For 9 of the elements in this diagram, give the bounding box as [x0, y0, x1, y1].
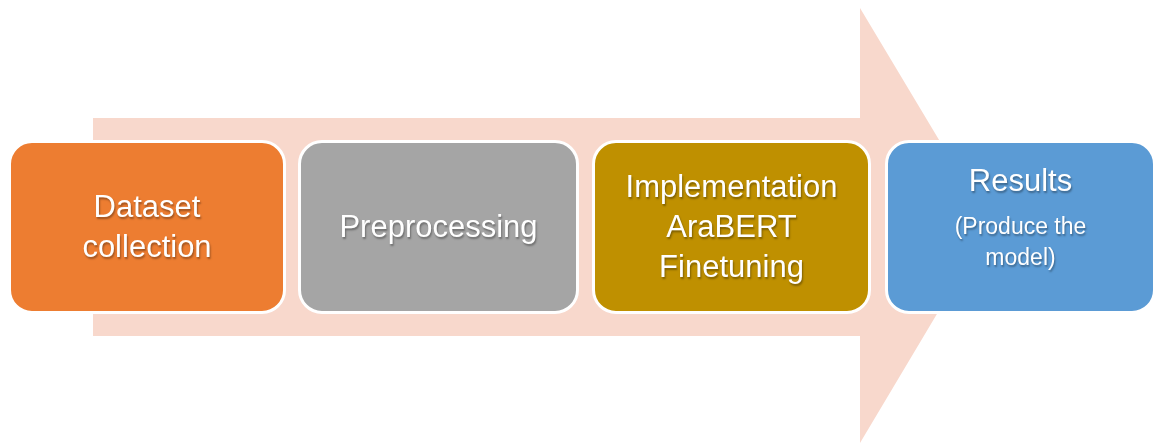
step-label: Dataset collection [81, 187, 213, 266]
step-label: Results [968, 162, 1073, 200]
process-box [885, 140, 1156, 314]
step-note: (Produce the model) [953, 212, 1088, 273]
process-box [8, 140, 286, 314]
process-box [298, 140, 579, 314]
step-label: Implementation AraBERT Finetuning [624, 167, 839, 287]
step-label: Preprocessing [339, 207, 538, 246]
process-box [592, 140, 871, 314]
